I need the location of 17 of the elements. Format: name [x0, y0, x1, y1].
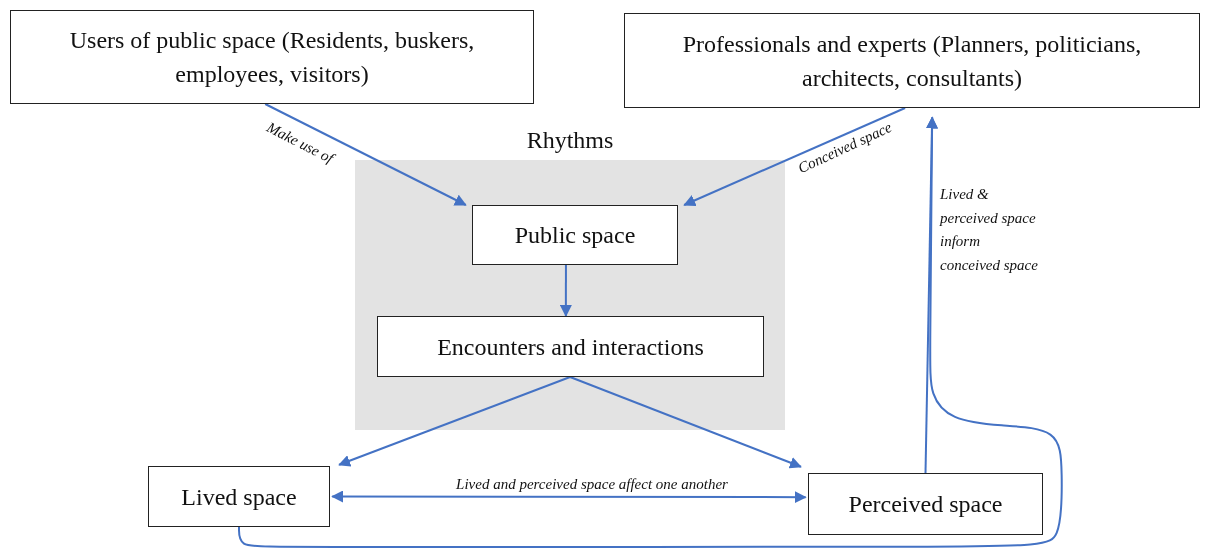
process-box: Encounters and interactions — [377, 316, 764, 377]
arrow — [331, 490, 807, 504]
arrow — [238, 116, 1063, 548]
edge-label: Lived & perceived space inform conceived space — [940, 185, 1038, 275]
arrow — [569, 376, 802, 469]
edge-label: Make use of — [263, 118, 337, 168]
arrow — [559, 264, 572, 317]
process-box: Professionals and experts (Planners, politicians, architects, consultants) — [624, 13, 1200, 108]
process-box: Users of public space (Residents, buskers, employees, visitors) — [10, 10, 534, 104]
arrow — [338, 376, 572, 467]
arrow — [683, 107, 907, 207]
process-box: Lived space — [148, 466, 330, 527]
edge-label: Lived and perceived space affect one another — [456, 475, 728, 493]
process-box: Public space — [472, 205, 678, 265]
arrow — [264, 103, 467, 206]
band-heading: Rhythms — [525, 126, 615, 155]
process-box: Perceived space — [808, 473, 1043, 535]
